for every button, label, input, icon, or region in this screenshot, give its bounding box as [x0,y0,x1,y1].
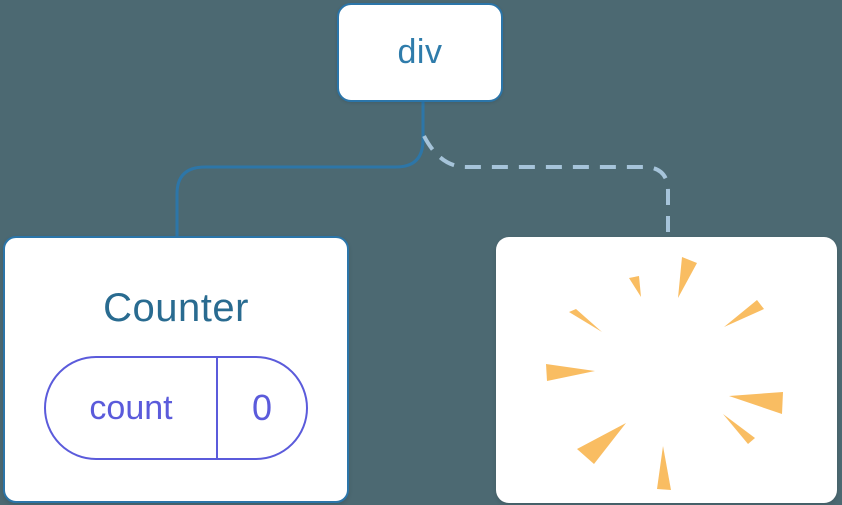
node-removed-card [496,237,837,503]
state-value-label: 0 [251,387,273,428]
poof-burst-icon [546,257,783,490]
node-counter-card: Counter count 0 [3,236,349,503]
connector-solid-line [175,100,425,238]
state-pill: count 0 [44,356,308,460]
node-div-label: div [397,33,443,71]
counter-title: Counter [103,286,249,330]
node-div: div [337,3,503,102]
state-key-label: count [46,358,218,458]
connector-dashed-line [422,135,670,239]
